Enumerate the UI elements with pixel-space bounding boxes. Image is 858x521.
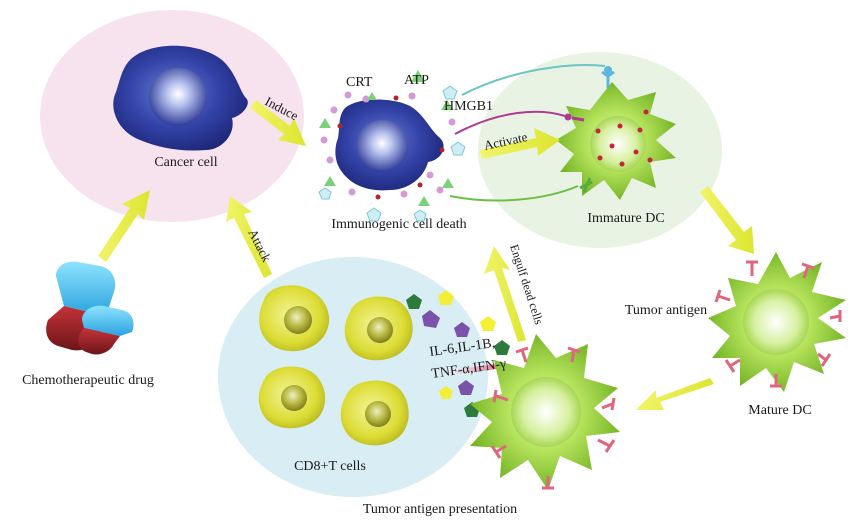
immunogenic-dying-cell (335, 99, 444, 191)
t-cell (258, 366, 326, 429)
crt-particle (330, 106, 338, 114)
tumor-antigen-presentation-label: Tumor antigen presentation (363, 502, 517, 517)
antigen-dot (595, 128, 601, 134)
atp-triangle (367, 92, 377, 100)
mature-dc (708, 252, 846, 392)
tumor-antigen-label: Tumor antigen (625, 303, 707, 318)
process-arrows (98, 100, 754, 410)
hmgb1-particle (417, 182, 423, 188)
mature-to-apc-arrow (636, 378, 714, 410)
t-cell (344, 296, 413, 361)
antigen-dot (643, 109, 649, 115)
hmgb1-particle (375, 194, 381, 200)
crt-signal-line (449, 185, 579, 202)
immature-dc (556, 82, 676, 200)
crt-particle (436, 186, 444, 194)
mature-dc-nucleus (743, 289, 809, 355)
atp-triangle (441, 100, 453, 110)
cancer-cell (113, 45, 248, 151)
antigen-dot (633, 149, 639, 155)
hmgb1-pentagon (318, 187, 332, 200)
crt-particle (426, 171, 434, 179)
cancer-cell-nucleus (149, 68, 207, 126)
damp-particles (318, 70, 466, 222)
hmgb1-particle (337, 123, 343, 129)
attack-arrow (226, 196, 272, 278)
crt-particle (348, 188, 356, 196)
activate-arrow (480, 128, 560, 159)
antigen-dot (617, 123, 623, 129)
crt-particle (408, 92, 416, 100)
cytokine-streak (432, 363, 502, 378)
apc-nucleus (511, 377, 581, 447)
crt-particle (320, 136, 328, 144)
induce-arrow (250, 100, 306, 146)
hmgb1-pentagon (413, 209, 427, 222)
atp-signal-line (461, 64, 606, 96)
hmgb1-signal-line (454, 110, 566, 135)
dying-cell-nucleus (356, 120, 408, 172)
crt-particle (362, 95, 370, 103)
crt-particle (344, 91, 352, 99)
antigen-presenting-dc (470, 334, 620, 490)
immature-to-mature-arrow (700, 186, 754, 254)
antigen-dot (637, 127, 643, 133)
drug-to-cancer-arrow (98, 190, 150, 262)
cd8-t-cells (258, 285, 413, 446)
cytokine-particles (406, 290, 510, 417)
atp-label: ATP (404, 73, 429, 88)
hmgb1-particle (393, 95, 399, 101)
cd8-t-cells-label: CD8+T cells (294, 459, 366, 474)
antigen-dot (597, 155, 603, 161)
chemotherapeutic-drug-label: Chemotherapeutic drug (22, 373, 154, 388)
crt-particle (448, 118, 456, 126)
mature-dc-antigen-receptors (714, 260, 842, 388)
hmgb1-pentagon (450, 141, 466, 156)
hmgb1-pentagon (442, 85, 458, 100)
immunogenic-cell-death-label: Immunogenic cell death (331, 217, 466, 232)
atp-triangle (411, 70, 425, 82)
hmgb1-particle (439, 147, 445, 153)
atp-triangle (324, 176, 336, 186)
crt-particle (326, 156, 334, 164)
engulf-arrow (484, 246, 526, 342)
mature-dc-label: Mature DC (748, 403, 811, 418)
antigen-dot (619, 161, 625, 167)
hmgb1-label: HMGB1 (444, 99, 493, 114)
cancer-cell-label: Cancer cell (154, 155, 217, 170)
t-cell (259, 285, 330, 352)
chemotherapeutic-drug-icon (46, 261, 134, 355)
immature-dc-label: Immature DC (587, 211, 664, 226)
antigen-dot (609, 143, 615, 149)
antigen-dot (647, 157, 653, 163)
dc-receptors (564, 66, 615, 193)
t-cell (340, 380, 409, 446)
apc-antigen-receptors (490, 346, 616, 490)
atp-triangle (418, 196, 430, 206)
atp-triangle (442, 178, 454, 188)
immature-dc-nucleus (590, 116, 646, 172)
crt-label: CRT (346, 75, 373, 90)
hmgb1-pentagon (366, 207, 382, 222)
atp-triangle (319, 118, 331, 128)
crt-particle (400, 190, 408, 198)
